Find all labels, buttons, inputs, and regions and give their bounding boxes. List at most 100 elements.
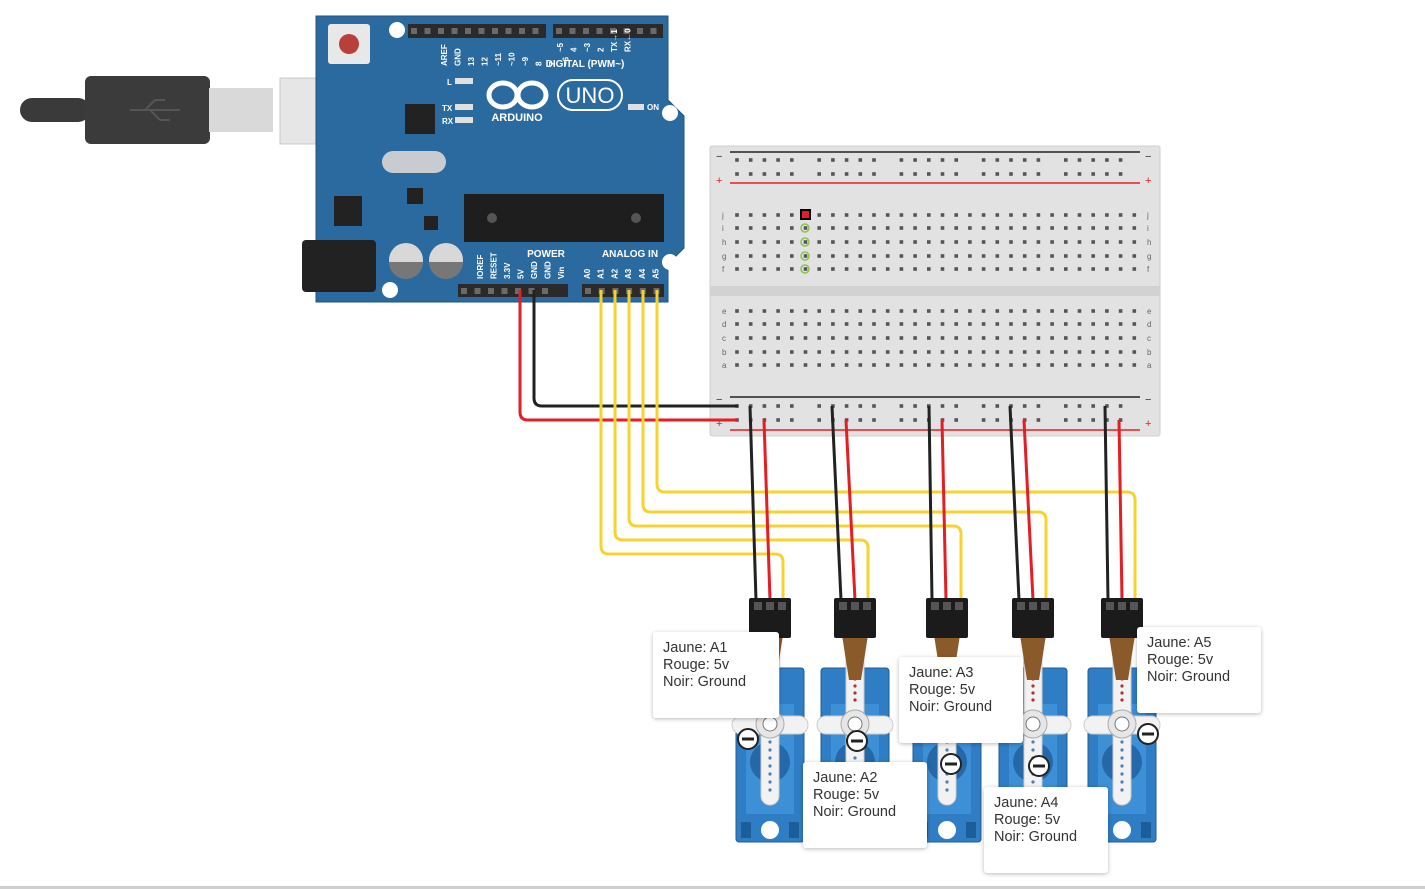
header-pin[interactable] (501, 288, 508, 294)
header-pin[interactable] (424, 28, 431, 34)
header-pin[interactable] (542, 288, 548, 294)
row-letter: g (722, 252, 726, 261)
row-letter: b (1147, 348, 1152, 357)
rail-plus-top-right: + (1145, 175, 1151, 187)
row-letter: e (722, 307, 727, 316)
header-pin[interactable] (519, 28, 525, 34)
digital-pin-label: ~5 (556, 42, 565, 52)
header-pin[interactable] (556, 28, 562, 34)
minus-circle-icon[interactable] (737, 728, 759, 750)
highlighted-column (800, 209, 811, 274)
row-letter: j (721, 211, 724, 220)
header-pin[interactable] (474, 288, 481, 294)
wire-ground[interactable] (532, 290, 738, 408)
note-black-line: Noir: Ground (663, 674, 747, 690)
minus-circle-icon[interactable] (1137, 723, 1159, 745)
header-pin[interactable] (505, 28, 512, 34)
analog-pin-label: A0 (583, 268, 592, 279)
digital-pin-label: AREF (440, 44, 449, 66)
breadboard-holes[interactable] (735, 158, 1137, 422)
note-red-line: Rouge: 5v (1147, 652, 1214, 668)
header-pin[interactable] (637, 28, 643, 34)
minus-circle-icon[interactable] (1028, 755, 1050, 777)
note-red-line: Rouge: 5v (994, 812, 1061, 828)
note-servo-a2[interactable]: Jaune: A2 Rouge: 5v Noir: Ground (803, 762, 927, 848)
servo-power-wires[interactable] (748, 405, 1124, 601)
rail-plus-bottom-left: + (716, 418, 722, 430)
note-black-line: Noir: Ground (909, 699, 993, 715)
row-letter: c (722, 334, 726, 343)
row-letter: f (722, 265, 725, 274)
header-pin[interactable] (411, 28, 417, 34)
arduino-logo-icon (486, 80, 549, 110)
header-pin[interactable] (596, 28, 603, 34)
row-letter: c (1147, 334, 1151, 343)
header-pin[interactable] (461, 288, 467, 294)
digital-pin-label: 13 (467, 57, 476, 66)
digital-pin-label: TX→1 (610, 29, 619, 52)
analog-header[interactable] (582, 284, 664, 297)
digital-header[interactable] (408, 24, 663, 38)
header-pin[interactable] (528, 288, 535, 294)
row-letter: d (1147, 320, 1151, 329)
row-letter: h (722, 238, 726, 247)
header-pin[interactable] (569, 28, 576, 34)
note-red-line: Rouge: 5v (813, 787, 880, 803)
header-pin[interactable] (488, 288, 494, 294)
analog-pin-label: A1 (597, 268, 606, 279)
note-servo-a1[interactable]: Jaune: A1 Rouge: 5v Noir: Ground (653, 632, 779, 718)
power-pin-label: GND (544, 261, 553, 279)
digital-pin-label: ~9 (521, 56, 530, 66)
minus-circle-icon[interactable] (846, 730, 868, 752)
digital-pin-label: ~3 (583, 42, 592, 52)
row-letter: f (1147, 265, 1150, 274)
header-pin[interactable] (532, 28, 539, 34)
header-pin[interactable] (478, 28, 485, 34)
note-yellow-line: Jaune: A1 (663, 640, 728, 656)
tx-label: TX (442, 104, 453, 113)
header-pin[interactable] (492, 28, 498, 34)
note-black-line: Noir: Ground (994, 829, 1078, 845)
digital-pin-label: ~10 (508, 52, 517, 66)
note-red-line: Rouge: 5v (909, 682, 976, 698)
breadboard[interactable] (709, 145, 1161, 437)
row-letter: h (1147, 238, 1151, 247)
minus-circle-icon[interactable] (940, 753, 962, 775)
note-servo-a4[interactable]: Jaune: A4 Rouge: 5v Noir: Ground (984, 787, 1108, 873)
digital-pin-label: 8 (535, 61, 544, 66)
usb-icon (130, 99, 180, 121)
header-pin[interactable] (438, 28, 444, 34)
digital-pin-label: 4 (570, 47, 579, 52)
header-pin[interactable] (465, 28, 471, 34)
digital-pin-label: 7 (548, 61, 557, 66)
header-pin[interactable] (610, 28, 616, 34)
analog-pin-label: A5 (652, 268, 661, 279)
note-yellow-line: Jaune: A5 (1147, 635, 1212, 651)
digital-pin-label: RX←0 (624, 28, 633, 52)
wire-5v[interactable] (518, 290, 738, 422)
on-label: ON (647, 103, 659, 112)
note-yellow-line: Jaune: A2 (813, 770, 878, 786)
power-pin-label: 5V (517, 269, 526, 279)
power-pin-label: GND (530, 261, 539, 279)
rail-minus-top-left: − (716, 151, 722, 163)
header-pin[interactable] (623, 28, 630, 34)
power-header[interactable] (458, 284, 568, 297)
note-servo-a3[interactable]: Jaune: A3 Rouge: 5v Noir: Ground (899, 657, 1023, 743)
header-pin[interactable] (515, 288, 521, 294)
header-pin[interactable] (650, 28, 657, 34)
header-pin[interactable] (583, 28, 589, 34)
header-pin[interactable] (451, 28, 458, 34)
row-letter: d (722, 320, 726, 329)
digital-pin-label: ~11 (494, 52, 503, 66)
row-letter: i (722, 224, 724, 233)
digital-pin-label: 12 (481, 57, 490, 66)
arduino-board[interactable] (302, 15, 685, 303)
header-pin[interactable] (585, 288, 591, 294)
note-servo-a5[interactable]: Jaune: A5 Rouge: 5v Noir: Ground (1137, 627, 1261, 713)
signal-wires[interactable] (599, 290, 1137, 600)
